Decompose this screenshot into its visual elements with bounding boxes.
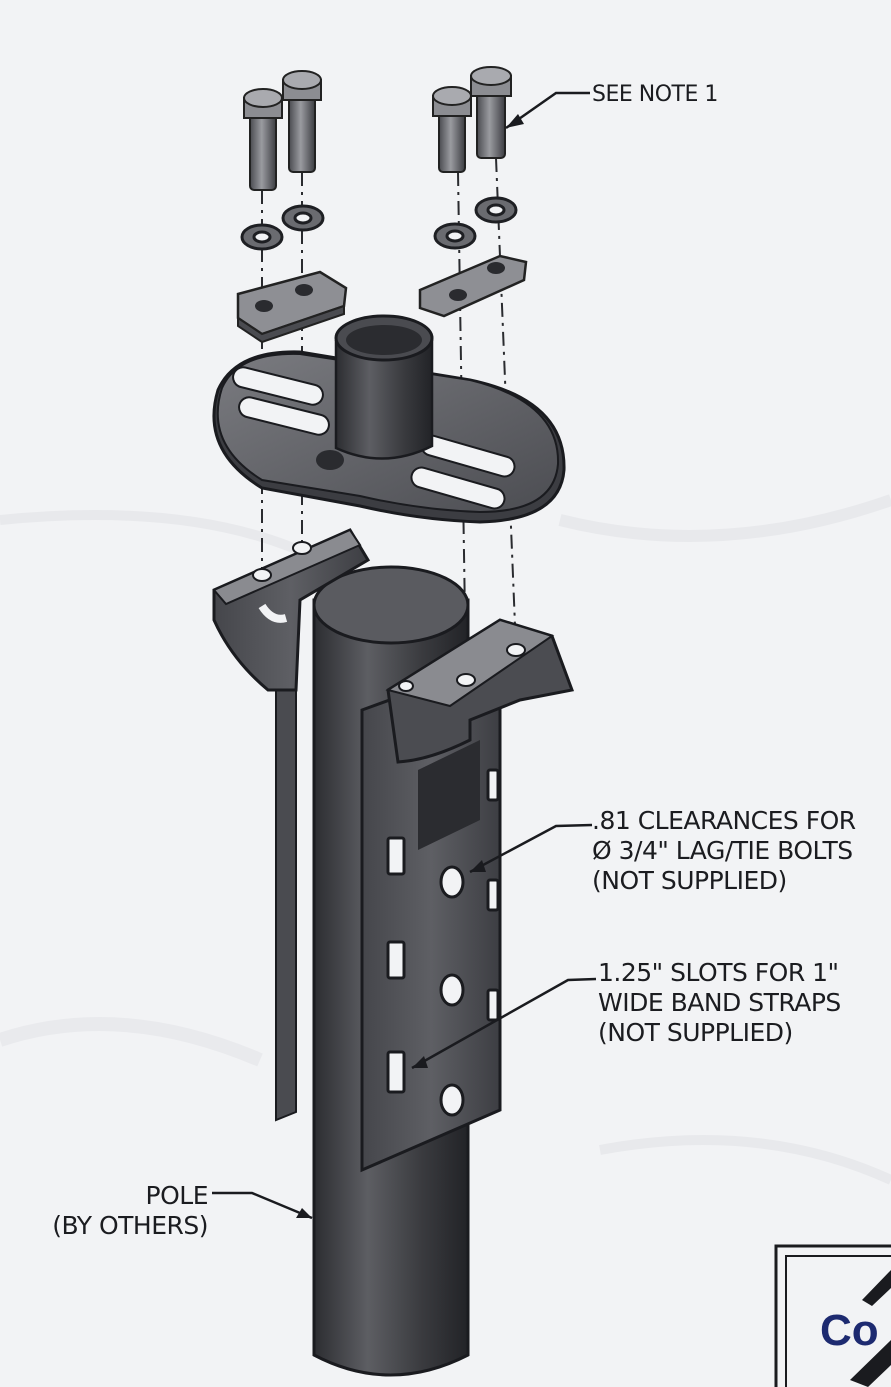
hex-bolt bbox=[432, 86, 472, 173]
clearance-line-3: (NOT SUPPLIED) bbox=[592, 866, 787, 895]
clearance-callout: .81 CLEARANCES FOR Ø 3/4" LAG/TIE BOLTS … bbox=[592, 806, 856, 896]
clearance-line-2: Ø 3/4" LAG/TIE BOLTS bbox=[592, 836, 853, 865]
slots-line-2: WIDE BAND STRAPS bbox=[598, 988, 841, 1017]
company-logo-box bbox=[774, 1244, 891, 1387]
clamp-strap-left bbox=[236, 270, 348, 344]
clearance-line-1: .81 CLEARANCES FOR bbox=[592, 806, 856, 835]
leader-lines bbox=[212, 91, 597, 1220]
company-logo-text: Co bbox=[820, 1306, 879, 1355]
band-strap-slots bbox=[386, 768, 500, 1094]
see-note-callout: SEE NOTE 1 bbox=[592, 80, 718, 110]
slots-callout: 1.25" SLOTS FOR 1" WIDE BAND STRAPS (NOT… bbox=[598, 958, 841, 1048]
leader-arrowheads bbox=[296, 114, 524, 1218]
pole-line-1: POLE bbox=[145, 1181, 209, 1210]
pole-bracket-front bbox=[360, 618, 575, 1173]
pole-bracket-left bbox=[212, 528, 371, 1122]
washers bbox=[240, 196, 518, 251]
mounting-plate bbox=[212, 314, 566, 524]
pole-callout: POLE (BY OTHERS) bbox=[36, 1181, 208, 1241]
paper-wrinkles bbox=[0, 494, 891, 1185]
clearance-holes bbox=[439, 865, 465, 1117]
hex-bolt bbox=[282, 70, 322, 173]
clamp-strap-right bbox=[418, 254, 528, 318]
slots-line-1: 1.25" SLOTS FOR 1" bbox=[598, 958, 839, 987]
pole-line-2: (BY OTHERS) bbox=[52, 1211, 208, 1240]
hex-bolt bbox=[470, 66, 512, 159]
see-note-text: SEE NOTE 1 bbox=[592, 82, 718, 107]
hex-bolt bbox=[243, 88, 283, 191]
slots-line-3: (NOT SUPPLIED) bbox=[598, 1018, 793, 1047]
